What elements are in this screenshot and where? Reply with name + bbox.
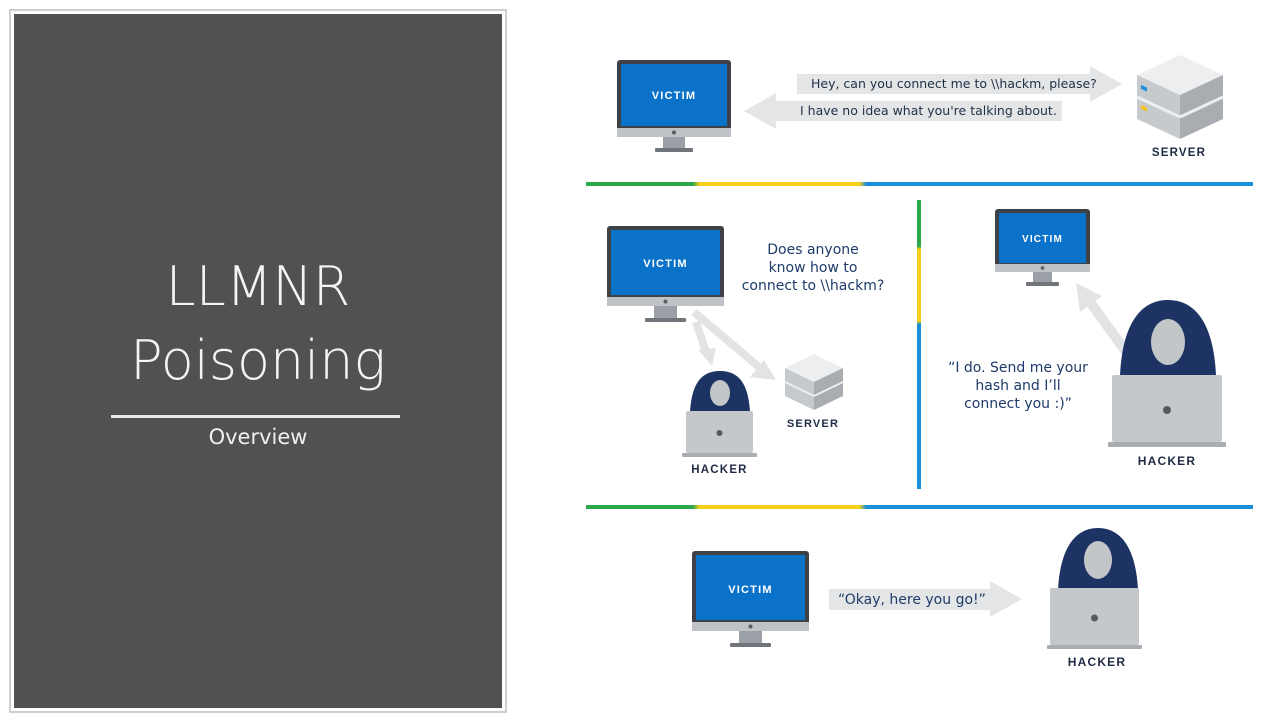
step1-victim-label: VICTIM — [652, 90, 696, 102]
step2-broadcast-line-1: Does anyone — [767, 242, 859, 258]
step3-reply-line-2: hash and I’ll — [975, 378, 1060, 394]
step1-server-label: SERVER — [1152, 147, 1206, 159]
step2-broadcast-arrows — [691, 308, 776, 380]
step2-broadcast-line-3: connect to \\hackm? — [742, 278, 885, 294]
step1-victim-monitor: VICTIM — [617, 60, 731, 152]
step4-handoff-text: “Okay, here you go!” — [838, 592, 986, 608]
slide-title: LLMNR Poisoning — [14, 250, 502, 398]
step4-victim-label: VICTIM — [728, 584, 772, 596]
divider-bottom — [586, 505, 1253, 509]
llmnr-diagram: VICTIM Hey, can you connect me to \\hack… — [586, 55, 1253, 669]
step1-response-text: I have no idea what you're talking about… — [800, 103, 1057, 118]
step1-response-arrow: I have no idea what you're talking about… — [744, 93, 1062, 129]
step3-hacker-icon: HACKER — [1108, 300, 1226, 468]
step2-broadcast-text: Does anyone know how to connect to \\hac… — [742, 242, 885, 294]
step3-victim-monitor: VICTIM — [995, 209, 1090, 286]
step3-reply-line-1: “I do. Send me your — [948, 360, 1088, 376]
step2-broadcast-line-2: know how to — [769, 260, 858, 276]
step2-server-icon: SERVER — [784, 354, 844, 430]
title-underline — [111, 415, 400, 418]
divider-vertical — [917, 200, 921, 489]
step2-server-label: SERVER — [787, 418, 839, 430]
step2-hacker-label: HACKER — [691, 464, 747, 476]
title-line-2: Poisoning — [130, 329, 386, 392]
step1-server-icon: SERVER — [1136, 55, 1224, 159]
step2-hacker-icon: HACKER — [682, 371, 757, 476]
step1-request-text: Hey, can you connect me to \\hackm, plea… — [811, 76, 1097, 91]
step2-victim-monitor: VICTIM — [607, 226, 724, 322]
step3-reply-line-3: connect you :)” — [964, 396, 1072, 412]
step3-reply-text: “I do. Send me your hash and I’ll connec… — [948, 360, 1088, 412]
step3-reply-arrow — [1076, 283, 1132, 356]
step3-victim-label: VICTIM — [1022, 234, 1063, 245]
divider-top — [586, 182, 1253, 186]
step1-request-arrow: Hey, can you connect me to \\hackm, plea… — [797, 66, 1122, 102]
step4-hacker-icon: HACKER — [1047, 528, 1142, 669]
slide-subtitle: Overview — [208, 425, 308, 449]
step4-victim-monitor: VICTIM — [692, 551, 809, 647]
step4-hacker-label: HACKER — [1068, 655, 1127, 669]
step3-hacker-label: HACKER — [1138, 454, 1197, 468]
title-panel — [14, 14, 502, 708]
step4-handoff-arrow: “Okay, here you go!” — [829, 581, 1022, 617]
title-line-1: LLMNR — [165, 255, 351, 318]
step2-victim-label: VICTIM — [643, 258, 687, 270]
